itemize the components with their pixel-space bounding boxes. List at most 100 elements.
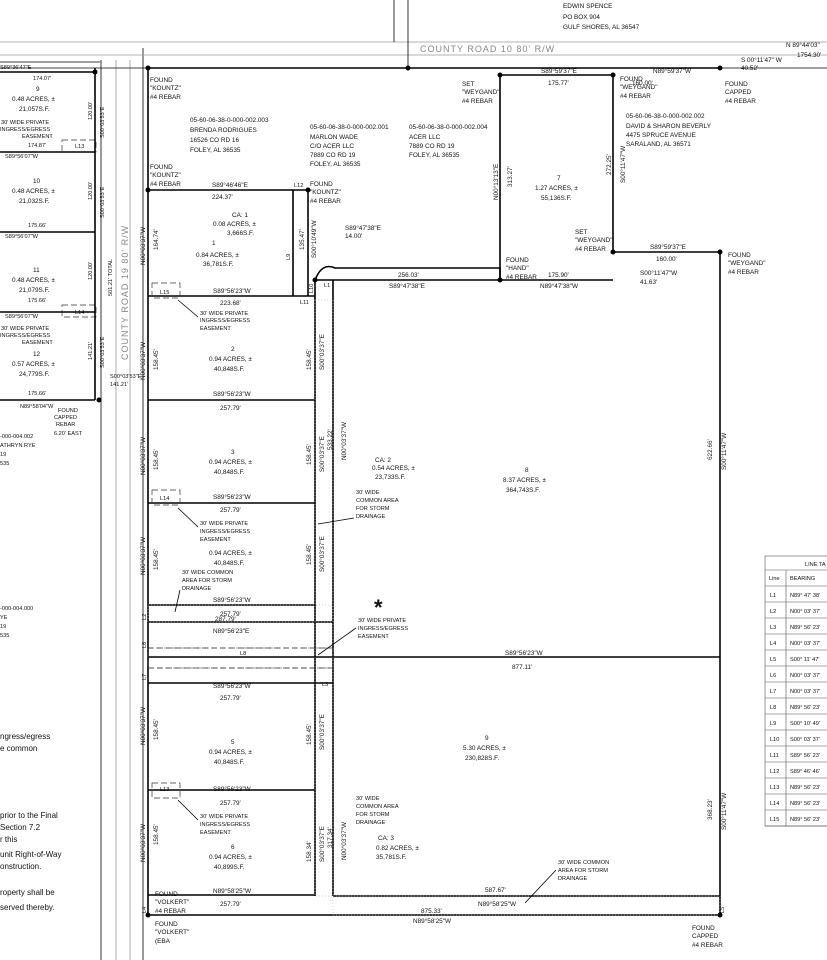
svg-text:257.79': 257.79' (220, 507, 241, 514)
svg-text:0.57 ACRES, ±: 0.57 ACRES, ± (12, 361, 55, 368)
svg-text:N00°03'37"W: N00°03'37"W (340, 421, 348, 460)
svg-text:#4 REBAR: #4 REBAR (310, 198, 341, 205)
table-row-bearing: N00° 03' 37' (790, 641, 820, 647)
svg-text:N00°13'13"E: N00°13'13"E (492, 164, 500, 200)
svg-text:S00°03'37"E: S00°03'37"E (318, 334, 326, 370)
svg-text:158.45': 158.45' (153, 349, 160, 370)
svg-text:EASEMENT: EASEMENT (200, 830, 231, 836)
svg-text:S89°56'23"W: S89°56'23"W (213, 682, 252, 690)
svg-text:#4 REBAR: #4 REBAR (575, 246, 606, 253)
svg-text:30' WIDE PRIVATE: 30' WIDE PRIVATE (200, 521, 248, 527)
svg-text:287.79': 287.79' (215, 616, 236, 623)
svg-text:FOUND: FOUND (506, 257, 529, 264)
svg-text:1754.30': 1754.30' (797, 52, 821, 59)
svg-text:501.21' TOTAL: 501.21' TOTAL (108, 259, 114, 296)
road-10-label: COUNTY ROAD 10 80' R/W (420, 44, 555, 54)
svg-text:30' WIDE PRIVATE: 30' WIDE PRIVATE (1, 326, 49, 332)
svg-text:535: 535 (0, 461, 9, 467)
svg-text:7889 CO RD 19: 7889 CO RD 19 (409, 143, 455, 150)
owner-wade: 05-60-06-38-0-000-002.001 MARLON WADE C/… (310, 124, 389, 168)
svg-text:FOUND: FOUND (728, 252, 751, 259)
svg-text:prior to the Final: prior to the Final (0, 811, 58, 820)
svg-text:L15: L15 (160, 290, 169, 296)
dimensions: S89°59'37"E N89°59'37"W 175.77' 160.00' … (139, 67, 728, 925)
svg-text:S89°56'07"W: S89°56'07"W (5, 234, 39, 240)
svg-text:N89°56'23"E: N89°56'23"E (213, 627, 249, 635)
svg-text:L5: L5 (720, 907, 726, 913)
svg-text:S89°46'46"E: S89°46'46"E (212, 181, 248, 189)
svg-text:0.94 ACRES, ±: 0.94 ACRES, ± (209, 550, 252, 557)
svg-text:6: 6 (231, 844, 235, 851)
svg-text:0.82 ACRES, ±: 0.82 ACRES, ± (376, 845, 419, 852)
owner-rodrigues: 05-60-06-38-0-000-002.003 BRENDA RODRIGU… (190, 117, 269, 154)
svg-text:N89°58'25"W: N89°58'25"W (478, 900, 517, 908)
table-row-line: L3 (770, 625, 776, 631)
svg-text:2: 2 (231, 346, 235, 353)
svg-text:Line: Line (769, 576, 780, 582)
svg-text:*: * (374, 595, 383, 620)
svg-text:141.21': 141.21' (110, 382, 128, 388)
svg-text:160.00': 160.00' (656, 256, 677, 263)
svg-text:6.20' EAST: 6.20' EAST (54, 431, 83, 437)
svg-text:"HAND": "HAND" (506, 265, 529, 272)
table-row-line: L12 (770, 769, 779, 775)
svg-text:SET: SET (575, 229, 588, 236)
svg-text:L4: L4 (142, 907, 148, 913)
svg-text:S00°03'53"E: S00°03'53"E (100, 186, 106, 218)
table-row-bearing: S89° 46' 46' (790, 769, 820, 775)
svg-text:175.77': 175.77' (548, 80, 569, 87)
svg-text:DRAINAGE: DRAINAGE (182, 586, 211, 592)
svg-text:S00°03'53"E: S00°03'53"E (110, 374, 142, 380)
svg-text:onstruction.: onstruction. (0, 862, 41, 871)
table-row-line: L5 (770, 657, 776, 663)
svg-text:S00°03'37"E: S00°03'37"E (318, 536, 326, 572)
svg-text:120.00': 120.00' (88, 262, 94, 280)
svg-text:FOUND: FOUND (155, 921, 178, 928)
table-row-bearing: N00° 03' 37' (790, 609, 820, 615)
svg-text:0.94 ACRES, ±: 0.94 ACRES, ± (209, 356, 252, 363)
svg-text:257.79': 257.79' (220, 800, 241, 807)
svg-text:S00°03'37"E: S00°03'37"E (318, 826, 326, 862)
svg-text:14.00': 14.00' (345, 233, 362, 240)
table-row-bearing: N00° 03' 37' (790, 673, 820, 679)
svg-text:30' WIDE COMMON: 30' WIDE COMMON (182, 570, 233, 576)
svg-text:30' WIDE PRIVATE: 30' WIDE PRIVATE (1, 120, 49, 126)
svg-text:0.54 ACRES, ±: 0.54 ACRES, ± (372, 465, 415, 472)
svg-text:158.45': 158.45' (306, 349, 313, 370)
svg-text:AREA FOR STORM: AREA FOR STORM (182, 578, 232, 584)
svg-text:INGRESS/EGRESS: INGRESS/EGRESS (0, 127, 50, 133)
svg-text:30' WIDE PRIVATE: 30' WIDE PRIVATE (200, 814, 248, 820)
table-row-line: L11 (770, 753, 779, 759)
svg-text:256.03': 256.03' (398, 272, 419, 279)
svg-text:N00°03'37"W: N00°03'37"W (139, 436, 147, 475)
table-row-line: L9 (770, 721, 776, 727)
svg-text:40,899S.F.: 40,899S.F. (214, 864, 245, 871)
table-row-line: L15 (770, 817, 779, 823)
svg-text:Section 7.2: Section 7.2 (0, 823, 41, 832)
svg-text:SARALAND, AL 36571: SARALAND, AL 36571 (626, 141, 691, 148)
svg-text:EASEMENT: EASEMENT (200, 326, 231, 332)
svg-text:587.67': 587.67' (485, 887, 506, 894)
svg-text:174.87': 174.87' (28, 143, 46, 149)
svg-text:FOLEY, AL 36535: FOLEY, AL 36535 (409, 152, 460, 159)
svg-text:N00°03'37"W: N00°03'37"W (139, 226, 147, 265)
table-row-bearing: S00° 03' 37' (790, 737, 820, 743)
svg-text:0.08 ACRES, ±: 0.08 ACRES, ± (213, 221, 256, 228)
svg-text:DAVID & SHARON BEVERLY: DAVID & SHARON BEVERLY (626, 123, 712, 130)
svg-text:SET: SET (462, 81, 475, 88)
svg-text:L14: L14 (75, 310, 84, 316)
svg-text:S00°11'47"W: S00°11'47"W (720, 792, 728, 830)
table-row-line: L4 (770, 641, 776, 647)
svg-text:S89°56'23"W: S89°56'23"W (213, 493, 252, 501)
svg-text:"KOUNTZ": "KOUNTZ" (150, 85, 181, 92)
table-row-bearing: N89° 56' 23' (790, 801, 820, 807)
svg-text:S89°56'23"W: S89°56'23"W (213, 785, 252, 793)
svg-text:S00°03'53"E: S00°03'53"E (100, 336, 106, 368)
svg-text:FOUND: FOUND (692, 925, 715, 932)
svg-text:622.66': 622.66' (707, 439, 714, 460)
svg-text:CAPPED: CAPPED (54, 415, 77, 421)
svg-text:L3: L3 (322, 682, 328, 688)
svg-text:40,848S.F.: 40,848S.F. (214, 469, 245, 476)
svg-text:FOLEY, AL 36535: FOLEY, AL 36535 (310, 161, 361, 168)
svg-text:INGRESS/EGRESS: INGRESS/EGRESS (200, 822, 250, 828)
